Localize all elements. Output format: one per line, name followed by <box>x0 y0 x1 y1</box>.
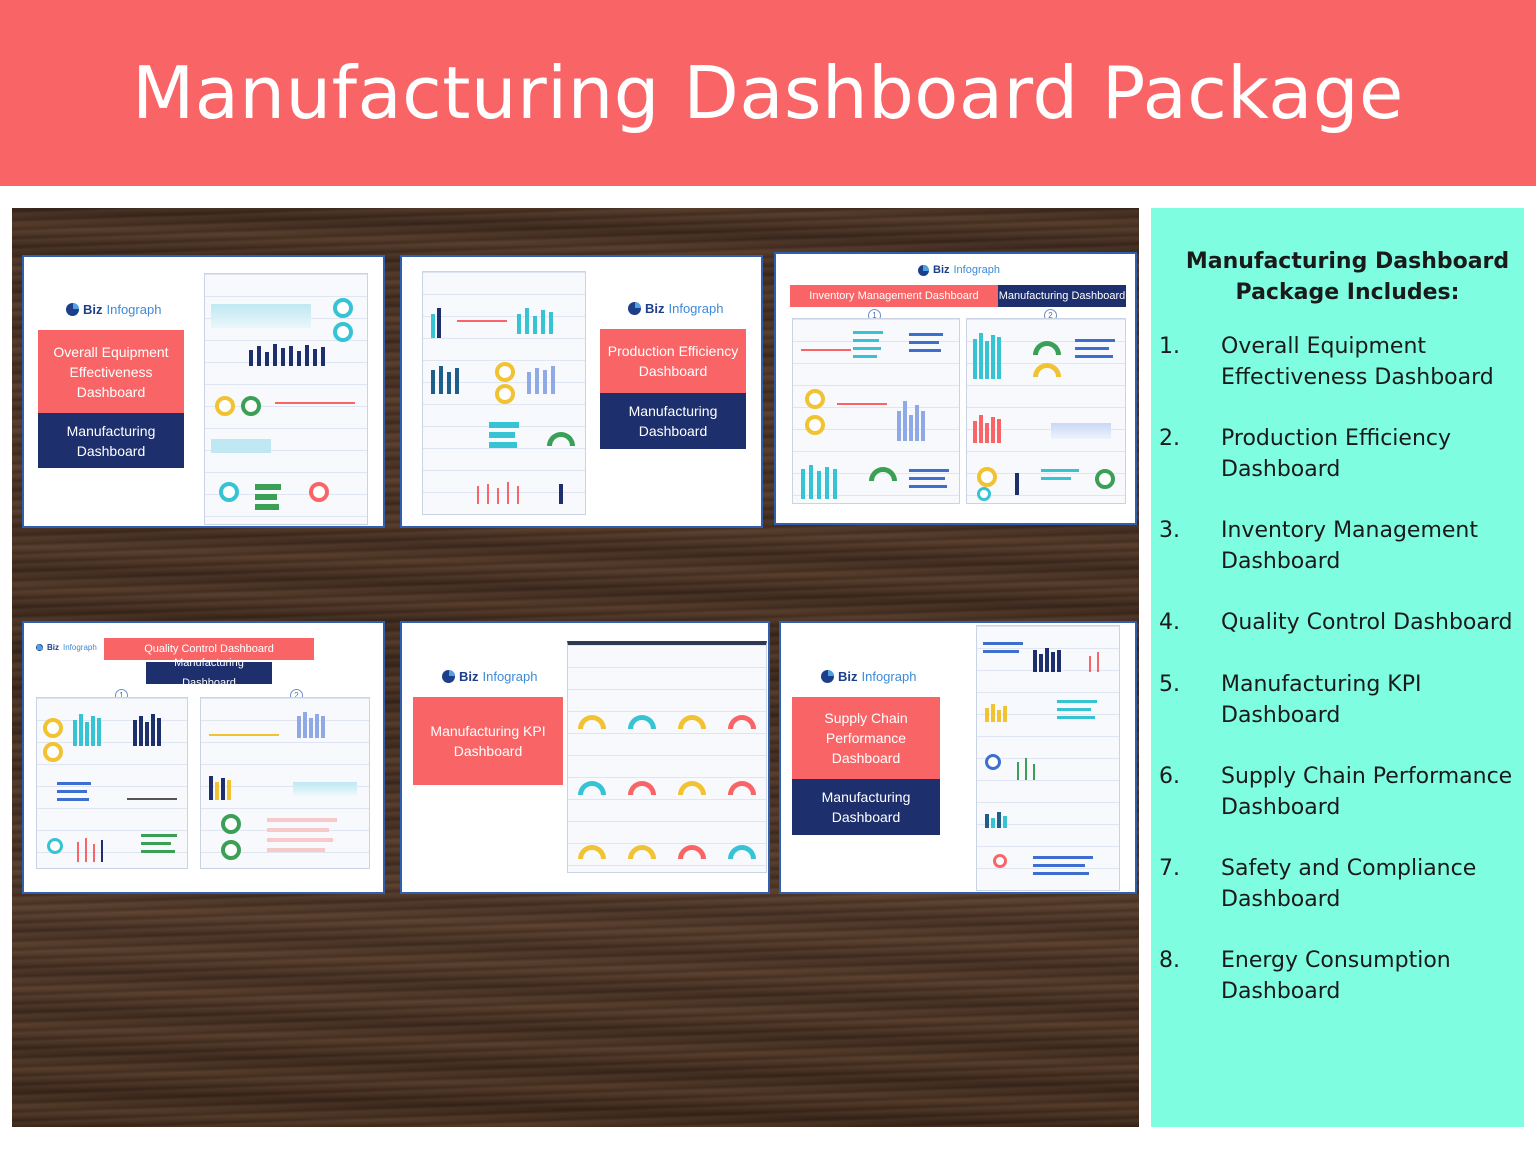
logo-icon <box>628 302 641 315</box>
logo-icon <box>821 670 834 683</box>
card-title-navy: Manufacturing Dashboard <box>38 413 184 468</box>
list-item-number: 6. <box>1159 764 1180 789</box>
dashboard-thumbnail-1 <box>36 697 188 869</box>
list-item-number: 1. <box>1159 334 1180 359</box>
dashboard-thumbnail-1 <box>792 318 960 504</box>
list-item-text: Production Efficiency Dashboard <box>1221 426 1452 482</box>
dashboard-thumbnail <box>422 271 586 515</box>
card-title-red: Inventory Management Dashboard <box>790 285 998 307</box>
list-item-number: 5. <box>1159 672 1180 697</box>
logo-icon <box>442 670 455 683</box>
package-contents-title: Manufacturing Dashboard Package Includes… <box>1185 249 1510 305</box>
card-title-red: Quality Control Dashboard <box>104 638 314 660</box>
dashboard-thumbnail <box>976 625 1120 891</box>
logo-icon <box>36 644 43 651</box>
list-item-number: 4. <box>1159 610 1180 635</box>
list-item-text: Quality Control Dashboard <box>1221 610 1513 635</box>
list-item-text: Inventory Management Dashboard <box>1221 518 1478 574</box>
card-title-navy: Manufacturing Dashboard <box>146 657 272 689</box>
list-item-number: 3. <box>1159 518 1180 543</box>
card-title-navy: Manufacturing Dashboard <box>792 779 940 835</box>
card-title-red: Production Efficiency Dashboard <box>600 329 746 393</box>
dashboard-thumbnail-2 <box>966 318 1126 504</box>
package-contents-panel: Manufacturing Dashboard Package Includes… <box>1151 208 1524 1127</box>
card-title-navy: Manufacturing Dashboard <box>998 285 1126 307</box>
list-item-text: Overall Equipment Effectiveness Dashboar… <box>1221 334 1494 390</box>
list-item-text: Supply Chain Performance Dashboard <box>1221 764 1513 820</box>
list-item-text: Energy Consumption Dashboard <box>1221 948 1451 1004</box>
dashboard-thumbnail <box>204 273 368 525</box>
card-title-red: Supply Chain Performance Dashboard <box>792 697 940 779</box>
list-item-number: 2. <box>1159 426 1180 451</box>
dashboard-thumbnail <box>567 641 767 873</box>
list-item-number: 7. <box>1159 856 1180 881</box>
header-banner: Manufacturing Dashboard Package <box>0 0 1536 186</box>
page-title: Manufacturing Dashboard Package <box>132 51 1404 135</box>
list-item-text: Manufacturing KPI Dashboard <box>1221 672 1422 728</box>
list-item-text: Safety and Compliance Dashboard <box>1221 856 1477 912</box>
card-title-red: Manufacturing KPI Dashboard <box>413 697 563 785</box>
card-title-navy: Manufacturing Dashboard <box>600 393 746 449</box>
list-item-number: 8. <box>1159 948 1180 973</box>
card-title-red: Overall Equipment Effectiveness Dashboar… <box>38 330 184 413</box>
dashboard-thumbnail-2 <box>200 697 370 869</box>
logo-icon <box>66 303 79 316</box>
logo-icon <box>918 264 929 276</box>
